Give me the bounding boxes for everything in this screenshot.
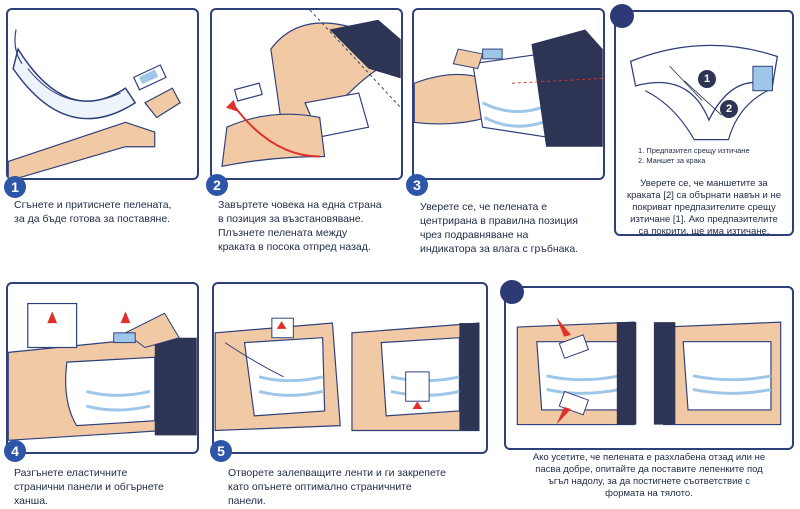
- step-3-caption: Уверете се, че пелената е центрирана в п…: [420, 201, 579, 255]
- step-number-badge: 4: [4, 440, 26, 462]
- step-2-panel: 2: [206, 8, 403, 196]
- step-number-badge: 3: [406, 174, 428, 196]
- lightbulb-icon: [610, 4, 634, 28]
- marker-2: 2: [720, 100, 738, 118]
- step-5-illustration: [214, 293, 480, 446]
- step-number-badge: 5: [210, 440, 232, 462]
- marker-1: 1: [698, 70, 716, 88]
- tip-2-panel: [500, 280, 794, 450]
- step-4-caption: Разгънете еластичните странични панели и…: [14, 467, 164, 507]
- tip-1-panel: 1 2 1. Предпазител срещу изтичане 2. Ман…: [610, 4, 794, 236]
- tip-1-caption: Уверете се, че маншетите за краката [2] …: [626, 178, 781, 237]
- lightbulb-icon: [500, 280, 524, 304]
- step-2-illustration: [221, 10, 401, 168]
- step-2-caption: Завъртете човека на една страна в позици…: [218, 199, 382, 253]
- step-3-illustration: [414, 29, 603, 147]
- step-1-panel: 1: [4, 8, 199, 198]
- step-number-badge: 2: [206, 174, 228, 196]
- step-4-illustration: [8, 302, 197, 441]
- step-number-badge: 1: [4, 176, 26, 198]
- step-3-panel: 3: [406, 8, 605, 196]
- step-5-panel: 5: [210, 282, 488, 462]
- step-1-caption: Сгънете и притиснете пелената, за да бъд…: [14, 199, 172, 225]
- step-1-illustration: [8, 29, 181, 178]
- step-4-panel: 4: [4, 282, 199, 462]
- tip-2-caption: Ако усетите, че пелената е разхлабена от…: [532, 452, 766, 499]
- step-5-caption: Отворете залепващите ленти и ги закрепет…: [228, 467, 446, 507]
- tip-1-legend: 1. Предпазител срещу изтичане 2. Маншет …: [638, 146, 750, 165]
- tip-2-illustration: [516, 317, 782, 426]
